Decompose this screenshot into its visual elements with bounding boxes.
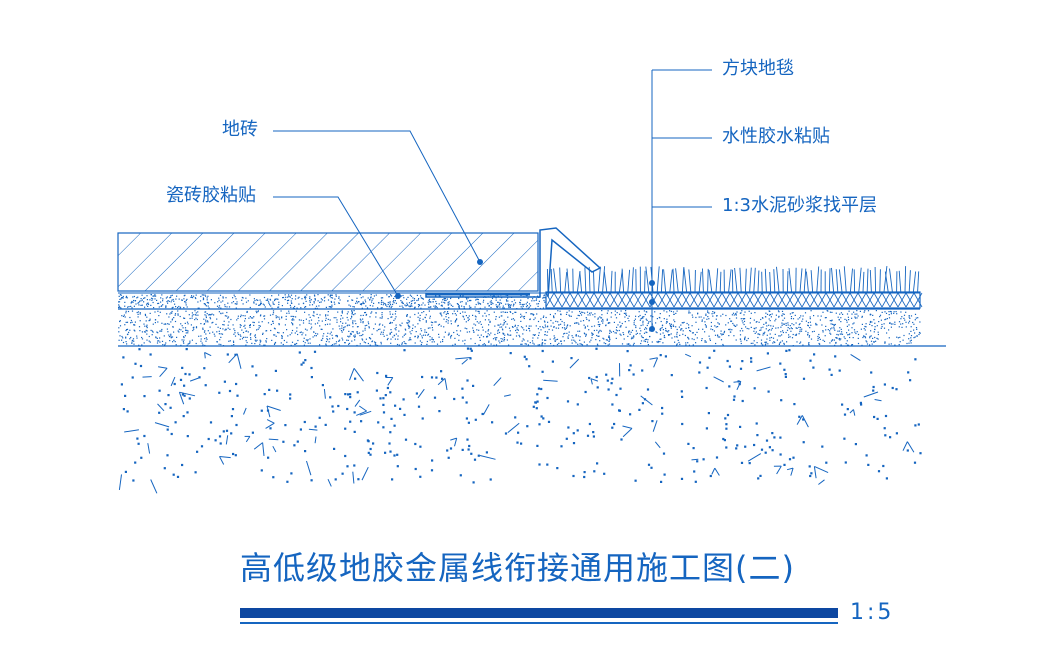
leader-lines [273, 69, 712, 330]
title-underline-thin [240, 622, 838, 624]
label-waterborne-adhesive: 水性胶水粘贴 [722, 126, 830, 147]
floor-tile-layer [117, 232, 539, 292]
leader-dots [395, 259, 655, 332]
title-underline-thick [240, 608, 838, 618]
drawing-scale: 1:5 [850, 600, 895, 625]
label-tile-adhesive: 瓷砖胶粘贴 [166, 185, 256, 206]
label-leveling-layer: 1:3水泥砂浆找平层 [722, 195, 877, 216]
tile-adhesive-layer [118, 294, 548, 310]
metal-transition-strip [425, 227, 602, 298]
drawing-title: 高低级地胶金属线衔接通用施工图(二) [240, 549, 795, 587]
leveling-layer [118, 310, 921, 347]
carpet-backing [545, 291, 921, 309]
carpet-backing-crosshatch [545, 292, 923, 308]
carpet-pile [546, 266, 920, 293]
label-floor-tile: 地砖 [222, 119, 258, 140]
label-carpet-tile: 方块地毯 [722, 58, 794, 79]
concrete-base [118, 347, 922, 494]
